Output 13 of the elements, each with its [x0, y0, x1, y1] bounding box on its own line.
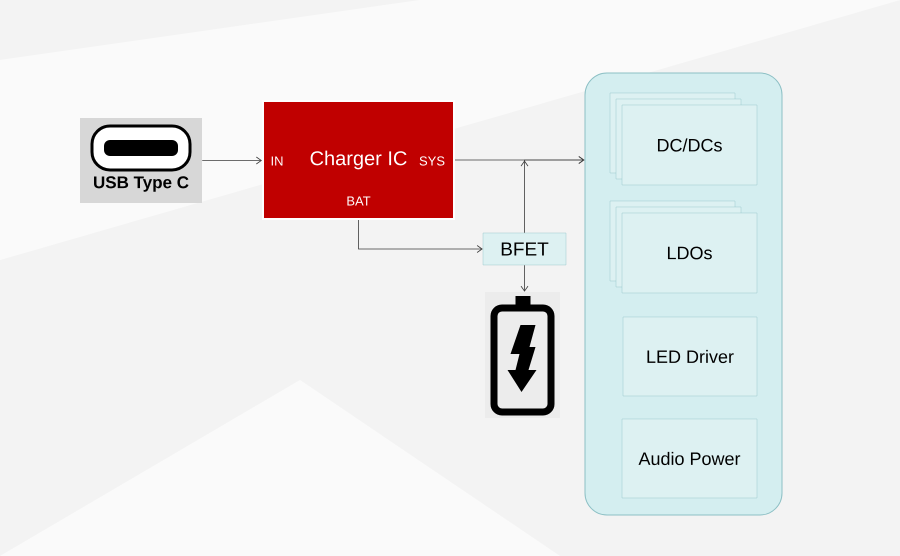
block-box: LED Driver [622, 316, 758, 396]
pin-label: BAT [347, 196, 370, 206]
arrow [520, 156, 584, 234]
stacked-box: DC/DCs [610, 92, 758, 186]
arrow [202, 156, 262, 164]
arrow [358, 220, 483, 253]
pin-label: IN [272, 156, 282, 166]
battery-icon [485, 292, 560, 418]
stacked-box: LDOs [610, 200, 758, 294]
pin-label: SYS [420, 156, 444, 166]
arrow [520, 264, 528, 292]
block-box: Audio Power [622, 418, 758, 498]
switch-box: BFET [482, 232, 566, 266]
